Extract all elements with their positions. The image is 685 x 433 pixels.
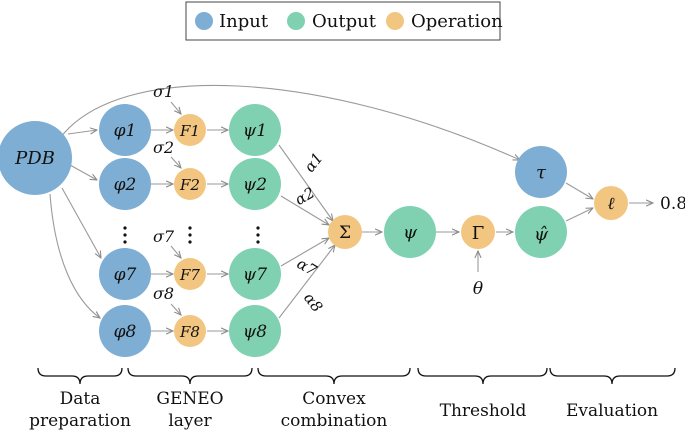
psi-out-label: ψ [403,222,418,243]
psi-hat-label: ψ̂ [534,224,549,245]
alpha8-label: α8 [300,289,326,316]
edge-psi1-sum [278,144,333,221]
result-value: 0.8 [660,194,685,214]
edge-pdb-tau [59,84,520,160]
brace-geneo-layer [127,367,253,385]
edge-pdb-phi8 [49,193,100,318]
stage-label-threshold: Threshold [440,401,527,421]
phi1-node [99,104,151,156]
edge-sigma7-f7 [170,245,181,258]
psi7-label: ψ7 [243,265,267,285]
edge-pdb-phi7 [61,187,101,258]
f2-node [174,168,206,200]
phi1-label: φ1 [114,121,137,141]
legend-operation-swatch [386,12,404,30]
alpha1-label: α1 [300,149,326,176]
phi8-node [99,305,151,357]
f7-label: F7 [179,266,200,284]
stage-label-layer: layer [168,411,212,431]
sigma1-label: σ1 [153,82,174,101]
sigma8-label: σ8 [153,284,174,303]
f2-label: F2 [179,176,200,194]
sum-label: Σ [339,223,351,243]
legend-input-label: Input [219,11,269,32]
phi8-label: φ8 [114,322,137,342]
edge-psi7-sum [280,238,329,267]
legend-operation-label: Operation [411,11,503,32]
sigma2-label: σ2 [153,138,174,157]
stage-labels: Data preparation GENEO layer Convex comb… [29,389,658,431]
ellipsis-sigma [188,226,192,244]
psi2-node [229,158,281,210]
edge-sigma2-f2 [170,156,181,168]
psi8-node [229,305,281,357]
psi1-node [229,104,281,156]
legend-input-swatch [195,12,213,30]
stage-label-convex: Convex [302,389,366,409]
legend-output-swatch [287,12,305,30]
stage-braces [37,367,676,385]
tau-node [515,146,567,198]
stage-label-preparation: preparation [29,411,131,431]
edges [49,84,653,331]
phi2-label: φ2 [114,175,137,195]
brace-data-preparation [37,367,123,385]
theta-label: θ [473,279,483,299]
edge-pdb-phi2 [69,164,97,180]
f1-label: F1 [179,122,200,140]
pdb-node [0,121,72,195]
alpha7-label: α7 [294,254,320,280]
f1-node [174,114,206,146]
sum-node [328,215,362,249]
ellipsis-psi [256,226,260,244]
psi8-label: ψ8 [243,322,267,342]
phi7-label: φ7 [114,265,137,285]
sigma7-label: σ7 [153,227,175,246]
legend-output-label: Output [312,11,377,32]
f8-label: F8 [179,323,200,341]
psi-out-node [384,206,436,258]
loss-node [594,186,628,220]
brace-convex-combination [257,367,411,385]
nodes: PDB φ1 φ2 φ7 φ8 F1 F2 F7 F8 ψ1 ψ2 ψ7 ψ8 … [0,104,685,357]
brace-threshold [417,367,548,385]
gamma-node [461,215,495,249]
edge-sigma1-f1 [170,101,181,114]
pdb-label: PDB [14,148,55,169]
stage-label-data: Data [60,389,101,409]
phi7-node [99,248,151,300]
edge-psihat-loss [565,208,593,222]
stage-label-evaluation: Evaluation [566,401,658,421]
loss-label: ℓ [607,194,614,214]
brace-evaluation [549,367,676,385]
gamma-label: Γ [472,223,485,244]
psi7-node [229,248,281,300]
ellipsis-phi [123,226,127,244]
psi-hat-node [515,206,567,258]
legend: Input Output Operation [185,1,503,41]
psi1-label: ψ1 [243,121,267,141]
legend-box [185,1,501,41]
f7-node [174,258,206,290]
phi2-node [99,158,151,210]
stage-label-combination: combination [281,411,388,431]
edge-sigma8-f8 [170,303,181,315]
tau-label: τ [536,162,547,183]
stage-label-geneo: GENEO [156,389,223,409]
edge-pdb-phi1 [67,130,97,135]
edge-psi2-sum [280,195,329,225]
edge-psi8-sum [278,245,335,319]
edge-tau-loss [565,182,593,199]
f8-node [174,315,206,347]
psi2-label: ψ2 [243,175,267,195]
